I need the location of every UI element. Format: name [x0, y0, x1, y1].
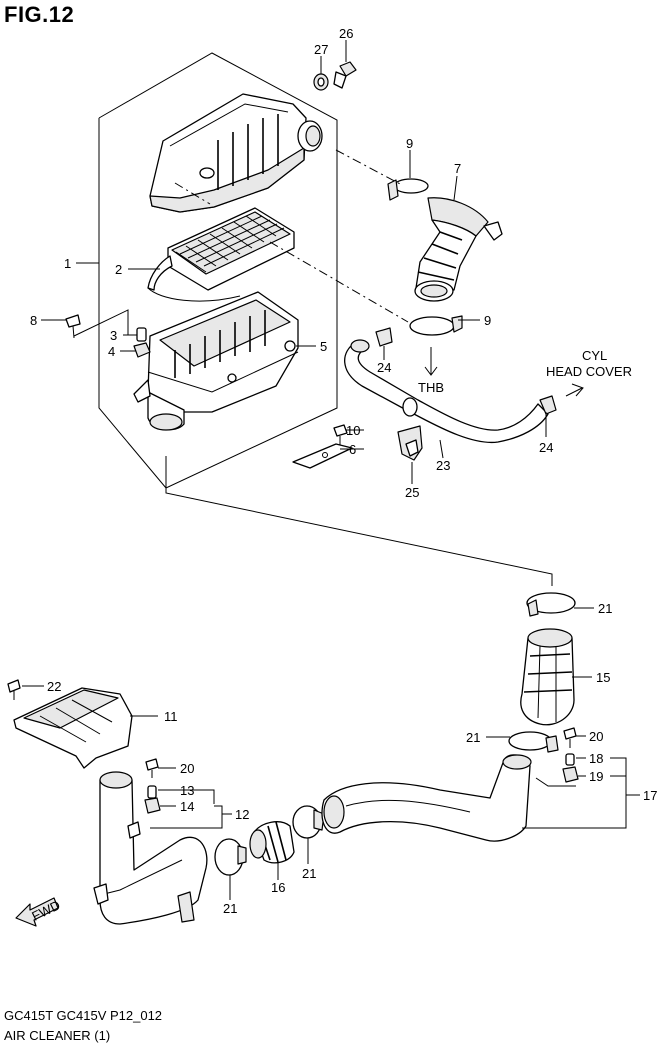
figure-title: FIG.12 — [4, 2, 75, 27]
callout-labels: 27 26 9 7 1 2 8 3 4 5 9 24 CYL HEAD COVE… — [30, 26, 657, 916]
callout-18: 18 — [589, 751, 603, 766]
cyl-arrow-line — [565, 387, 583, 397]
callout-13: 13 — [180, 783, 194, 798]
note-head-cover: HEAD COVER — [546, 364, 632, 379]
clip-24-left[interactable] — [375, 327, 393, 347]
duct-hose-15[interactable] — [520, 628, 575, 726]
clamp-21-top[interactable] — [526, 592, 576, 617]
callout-19: 19 — [589, 769, 603, 784]
callout-20-left: 20 — [180, 761, 194, 776]
callout-21-top: 21 — [598, 601, 612, 616]
callout-14: 14 — [180, 799, 194, 814]
clip-24-right[interactable] — [539, 395, 557, 415]
callout-15: 15 — [596, 670, 610, 685]
grommet-14[interactable] — [144, 797, 161, 814]
note-cyl: CYL — [582, 348, 607, 363]
callout-11: 11 — [164, 709, 178, 724]
footer-model: GC415T GC415V P12_012 — [4, 1008, 163, 1023]
group-box-outline — [98, 52, 338, 489]
fwd-label: FWD — [29, 897, 62, 923]
upper-case[interactable] — [149, 93, 323, 213]
callout-22: 22 — [47, 679, 61, 694]
callout-5: 5 — [320, 339, 327, 354]
assembly-line-c — [174, 182, 211, 205]
bracket-11[interactable] — [13, 687, 133, 769]
breather-hose-23[interactable] — [344, 339, 549, 444]
bolt-22[interactable] — [7, 679, 21, 700]
callout-12: 12 — [235, 807, 249, 822]
callout-1: 1 — [64, 256, 71, 271]
callout-20-right: 20 — [589, 729, 603, 744]
callout-27: 27 — [314, 42, 328, 57]
assembly-line-a — [335, 149, 403, 186]
collar-18[interactable] — [565, 753, 575, 766]
callout-25: 25 — [405, 485, 419, 500]
thb-arrow-head — [424, 366, 438, 376]
clamp-9-lower[interactable] — [409, 315, 463, 336]
callout-9-upper: 9 — [406, 136, 413, 151]
inlet-duct[interactable] — [93, 771, 208, 925]
callout-10: 10 — [346, 423, 360, 438]
filter-element[interactable] — [147, 207, 295, 302]
callout-17: 17 — [643, 788, 657, 803]
clamp-21-right[interactable] — [508, 731, 559, 753]
bracket-6[interactable] — [292, 443, 353, 469]
callout-21-mid: 21 — [302, 866, 316, 881]
callout-2: 2 — [115, 262, 122, 277]
callout-7: 7 — [454, 161, 461, 176]
collar-13[interactable] — [147, 785, 157, 799]
callout-23: 23 — [436, 458, 450, 473]
callout-21-left: 21 — [223, 901, 237, 916]
lower-case[interactable] — [133, 291, 299, 431]
bolt-8[interactable] — [65, 314, 81, 339]
note-thb: THB — [418, 380, 444, 395]
callout-26: 26 — [339, 26, 353, 41]
callout-24-left: 24 — [377, 360, 391, 375]
grommet-4[interactable] — [133, 342, 151, 358]
grommet-19[interactable] — [562, 766, 579, 783]
pin-3[interactable] — [136, 327, 147, 342]
callout-4: 4 — [108, 344, 115, 359]
callout-21-right: 21 — [466, 730, 480, 745]
callout-24-right: 24 — [539, 440, 553, 455]
connector-hose-16[interactable] — [249, 821, 295, 864]
cyl-arrow-head — [571, 383, 584, 397]
inlet-hose-7[interactable] — [414, 197, 503, 302]
clamp-21-mid[interactable] — [292, 805, 325, 839]
valve-26[interactable] — [333, 61, 357, 89]
bolt-20-right[interactable] — [563, 727, 577, 748]
callout-9-lower: 9 — [484, 313, 491, 328]
bolt-10[interactable] — [333, 424, 348, 446]
clip-25[interactable] — [397, 425, 423, 461]
fwd-arrow: FWD — [15, 897, 62, 927]
footer-caption: AIR CLEANER (1) — [4, 1028, 111, 1043]
grommet-27[interactable] — [313, 73, 329, 91]
callout-8: 8 — [30, 313, 37, 328]
clamp-21-left[interactable] — [214, 838, 247, 876]
assembly-line-b — [269, 241, 409, 323]
callout-3: 3 — [110, 328, 117, 343]
leader-lines — [22, 40, 640, 900]
duct-hose-17[interactable] — [321, 754, 532, 842]
bolt-20-left[interactable] — [145, 758, 159, 778]
callout-16: 16 — [271, 880, 285, 895]
link-line — [165, 456, 553, 586]
callout-6: 6 — [349, 442, 356, 457]
clamp-9-upper[interactable] — [387, 178, 429, 201]
